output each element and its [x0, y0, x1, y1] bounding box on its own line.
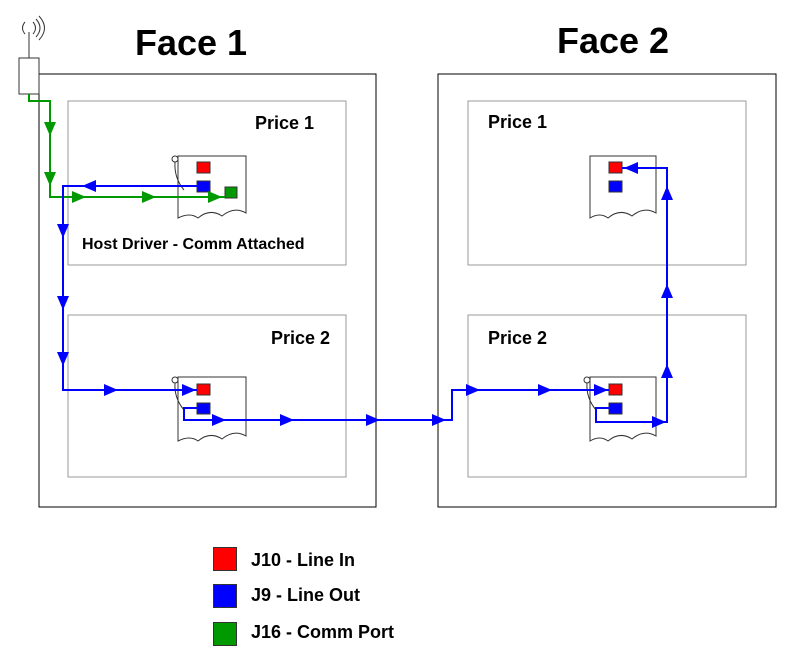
j10-connector: [196, 383, 211, 396]
face-1-title: Face 1: [135, 22, 248, 63]
legend-label-j10: J10 - Line In: [251, 550, 356, 570]
legend-label-j9: J9 - Line Out: [251, 585, 361, 605]
j9-connector: [608, 180, 623, 193]
j16-connector: [224, 186, 238, 199]
board-icon-face1-price1: [171, 155, 247, 219]
daisy-chain-line: [57, 162, 673, 428]
j9-connector: [196, 402, 211, 415]
j10-connector: [608, 383, 623, 396]
legend-swatch-j16: [213, 622, 237, 646]
face-1-price-2-label: Price 2: [271, 328, 331, 348]
face-2-price-1-panel: [467, 100, 747, 266]
j10-connector: [196, 161, 211, 174]
face-1-box: [38, 73, 377, 508]
face-1-price-1-label: Price 1: [255, 113, 315, 133]
face-1-price-1-panel: [67, 100, 347, 266]
face-2-box: [437, 73, 777, 508]
face-2-price-1-label: Price 1: [488, 112, 548, 132]
j10-connector: [608, 161, 623, 174]
legend-swatch-j10: [213, 547, 237, 571]
host-driver-note: Host Driver - Comm Attached: [82, 236, 305, 253]
legend-label-j16: J16 - Comm Port: [251, 622, 395, 642]
j9-connector: [196, 180, 211, 193]
face-2-price-2-label: Price 2: [488, 328, 548, 348]
board-icon-face2-price1: [589, 155, 657, 219]
face-2-price-2-panel: [467, 314, 747, 478]
legend-swatch-j9: [213, 584, 237, 608]
antenna-icon: [18, 15, 45, 95]
face-2-title: Face 2: [557, 20, 670, 61]
j9-connector: [608, 402, 623, 415]
face-1-price-2-panel: [67, 314, 347, 478]
